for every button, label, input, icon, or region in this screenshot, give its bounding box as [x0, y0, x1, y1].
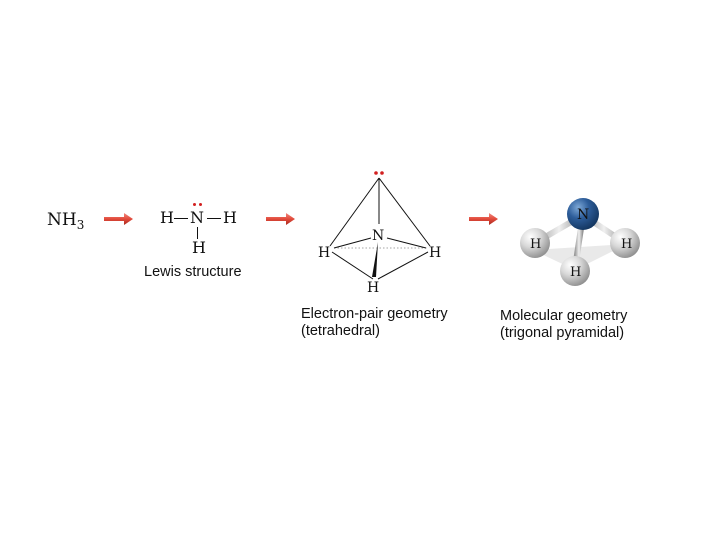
tetra-edge-top-left: [329, 177, 380, 247]
tetrahedral-caption-line1: Electron-pair geometry: [301, 306, 448, 322]
lewis-right-hydrogen: H: [223, 208, 237, 227]
tetra-lone-pair-dot-1: [374, 171, 378, 175]
tetra-base-left-edge: [331, 251, 374, 280]
arrow-1-icon: [104, 213, 133, 225]
tetra-left-hydrogen: H: [318, 245, 330, 261]
lewis-lone-pair-dot-1: [193, 203, 196, 206]
lewis-lone-pair-dot-2: [199, 203, 202, 206]
lewis-left-bond: [174, 218, 188, 219]
lewis-bottom-bond: [197, 227, 198, 239]
left-hydrogen-sphere: [520, 228, 550, 258]
tetra-right-hydrogen: H: [429, 245, 441, 261]
tetra-base-right-edge: [377, 251, 429, 280]
nitrogen-sphere: [567, 198, 599, 230]
lewis-bottom-hydrogen: H: [192, 238, 206, 257]
tetra-edge-top-right: [378, 177, 431, 247]
lewis-left-hydrogen: H: [160, 208, 174, 227]
molecular-bottom-hydrogen-label: H: [570, 265, 581, 280]
bottom-hydrogen-sphere: [560, 256, 590, 286]
molecular-left-hydrogen-label: H: [530, 237, 541, 252]
tetrahedral-diagram: N H H H: [318, 171, 441, 296]
formula-subscript: 3: [76, 218, 85, 232]
ammonia-formula: NH3: [47, 210, 85, 232]
tetra-bottom-hydrogen: H: [367, 280, 379, 296]
tetra-bond-right: [386, 237, 427, 249]
lewis-right-bond: [207, 218, 221, 219]
molecular-right-hydrogen-label: H: [621, 237, 632, 252]
molecular-model: N H H H: [520, 198, 640, 286]
tetra-bond-left: [333, 237, 372, 249]
right-hydrogen-sphere: [610, 228, 640, 258]
arrow-3-icon: [469, 213, 498, 225]
arrow-2-icon: [266, 213, 295, 225]
lewis-nitrogen: N: [190, 208, 204, 227]
molecular-caption-line2: (trigonal pyramidal): [500, 325, 625, 341]
tetra-nitrogen: N: [372, 228, 384, 244]
molecular-caption-line1: Molecular geometry: [500, 308, 628, 324]
tetra-lone-pair-dot-2: [380, 171, 384, 175]
tetra-bond-wedge: [372, 242, 378, 277]
molecular-nitrogen-label: N: [577, 207, 589, 223]
lewis-caption: Lewis structure: [144, 264, 242, 280]
tetrahedral-caption-line2: (tetrahedral): [301, 323, 380, 339]
formula-base: NH: [47, 210, 77, 230]
